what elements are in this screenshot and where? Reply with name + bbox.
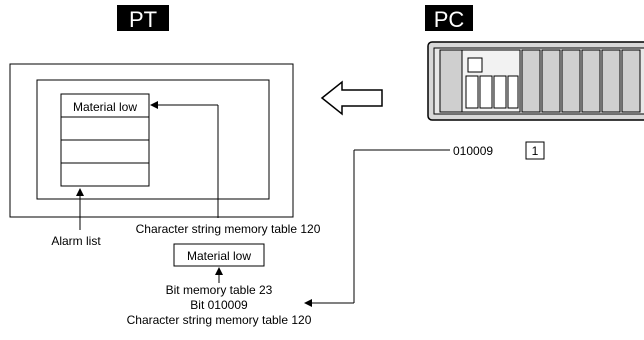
pc-title-background [425, 5, 473, 31]
pt-title-background [117, 5, 169, 31]
pc-io-module-icon [561, 49, 581, 113]
bit-memory-line: Bit 010009 [190, 298, 248, 312]
bit-memory-line: Character string memory table 120 [127, 313, 312, 327]
bit-value-text: 1 [532, 144, 539, 158]
alarm-list-label: Alarm list [51, 234, 101, 248]
char-table-arrow [150, 101, 219, 218]
material-low-border [173, 243, 265, 267]
pc-io-module-icon [621, 49, 641, 113]
bit-memory-line: Bit memory table 23 [166, 283, 273, 297]
pt-title: PT [117, 5, 169, 32]
pc-cpu-port-icon [479, 75, 493, 109]
pc-cpu-indicator-icon [467, 57, 483, 73]
bit-address-text: 010009 [453, 144, 493, 158]
char-string-table-label: Character string memory table 120 [136, 222, 321, 236]
pt-screen [9, 63, 294, 218]
pc-module-icon [439, 49, 463, 113]
bit-status-link [304, 149, 450, 307]
bit-value-box [525, 141, 545, 160]
transfer-arrow-icon [320, 80, 383, 116]
alarm-list-pointer: Alarm list [51, 188, 101, 248]
alarm-item-text: Material low [73, 100, 137, 114]
material-low-text: Material low [187, 249, 251, 263]
bit-memory-description: Bit memory table 23 Bit 010009 Character… [127, 283, 312, 327]
pc-io-module-icon [581, 49, 601, 113]
pc-cpu-port-icon [465, 75, 479, 109]
pc-title-text: PC [434, 7, 465, 32]
pc-io-module-icon [521, 49, 541, 113]
pc-rack [427, 41, 644, 121]
pc-cpu-port-icon [507, 75, 519, 109]
pc-title: PC [425, 5, 473, 32]
pt-title-text: PT [129, 7, 157, 32]
pc-io-module-icon [541, 49, 561, 113]
pc-io-module-icon [601, 49, 621, 113]
pc-cpu-port-icon [493, 75, 507, 109]
alarm-list-table: Material low [60, 93, 150, 187]
material-low-box: Material low [173, 243, 265, 267]
